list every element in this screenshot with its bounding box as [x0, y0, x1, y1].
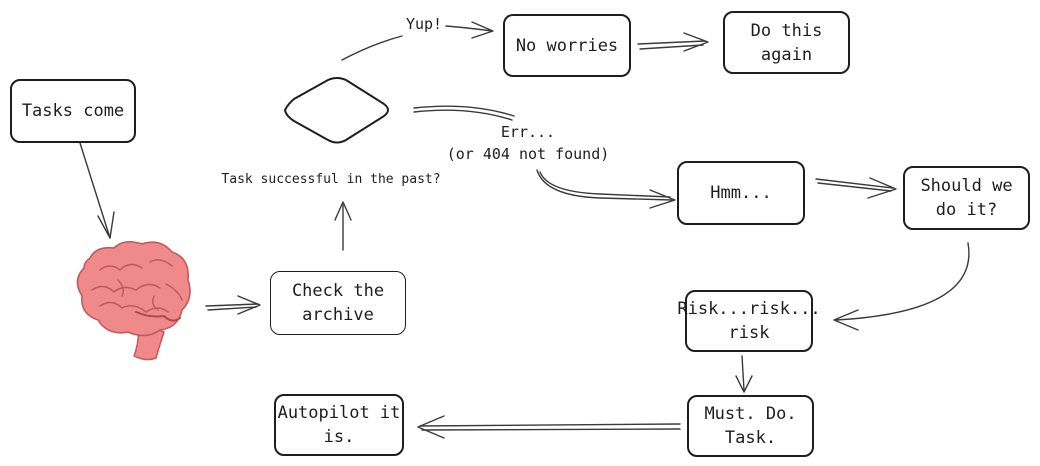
edge-label-yes: Yup!	[405, 15, 443, 33]
arrow-noworries-to-again-2	[639, 44, 704, 50]
arrowhead-should-to-risk	[833, 309, 859, 331]
node-should-we-do-it: Should we do it?	[903, 166, 1030, 230]
arrow-err-to-hmm	[536, 169, 673, 201]
arrow-err-to-hmm-2	[539, 171, 671, 198]
node-do-this-again: Do this again	[723, 11, 850, 74]
brain-icon	[76, 240, 191, 361]
arrow-yes-tail	[445, 25, 493, 32]
arrowhead-noworries-to-again	[683, 32, 709, 52]
arrowhead-err-to-hmm	[649, 189, 676, 209]
arrowhead-risk-to-must	[735, 375, 753, 393]
edge-label-no: Err... (or 404 not found)	[446, 123, 610, 163]
arrow-hmm-to-should	[815, 178, 894, 189]
arrowhead-yes	[471, 21, 494, 39]
arrow-decision-to-noworries	[341, 35, 403, 61]
arrowhead-brain-to-archive	[237, 295, 261, 315]
node-check-archive: Check the archive	[270, 271, 406, 335]
arrowhead-archive-to-decision	[334, 201, 352, 221]
arrowhead-hmm-to-should	[867, 177, 897, 199]
arrow-tasks-to-brain	[79, 142, 111, 239]
arrow-brain-to-archive-2	[207, 306, 257, 311]
arrow-brain-to-archive	[205, 303, 259, 307]
decision-label: Task successful in the past?	[221, 172, 441, 187]
node-risk: Risk...risk... risk	[677, 290, 821, 352]
node-no-worries: No worries	[503, 14, 631, 77]
node-autopilot: Autopilot it is.	[274, 394, 404, 456]
arrow-must-to-autopilot-2	[421, 428, 681, 431]
arrow-noworries-to-again	[637, 40, 706, 45]
arrowhead-must-to-autopilot	[417, 415, 445, 439]
arrow-should-to-risk	[835, 242, 970, 321]
decision-diamond	[284, 77, 389, 144]
arrow-decision-to-err	[413, 105, 515, 117]
node-must-do-task: Must. Do. Task.	[687, 395, 814, 457]
node-tasks-come: Tasks come	[10, 79, 136, 143]
arrow-decision-to-err-2	[413, 109, 513, 121]
arrow-hmm-to-should-2	[817, 182, 892, 192]
arrow-risk-to-must	[741, 355, 745, 391]
arrowhead-tasks-to-brain	[97, 211, 115, 239]
node-hmm: Hmm...	[677, 161, 805, 225]
arrow-must-to-autopilot	[419, 423, 681, 427]
